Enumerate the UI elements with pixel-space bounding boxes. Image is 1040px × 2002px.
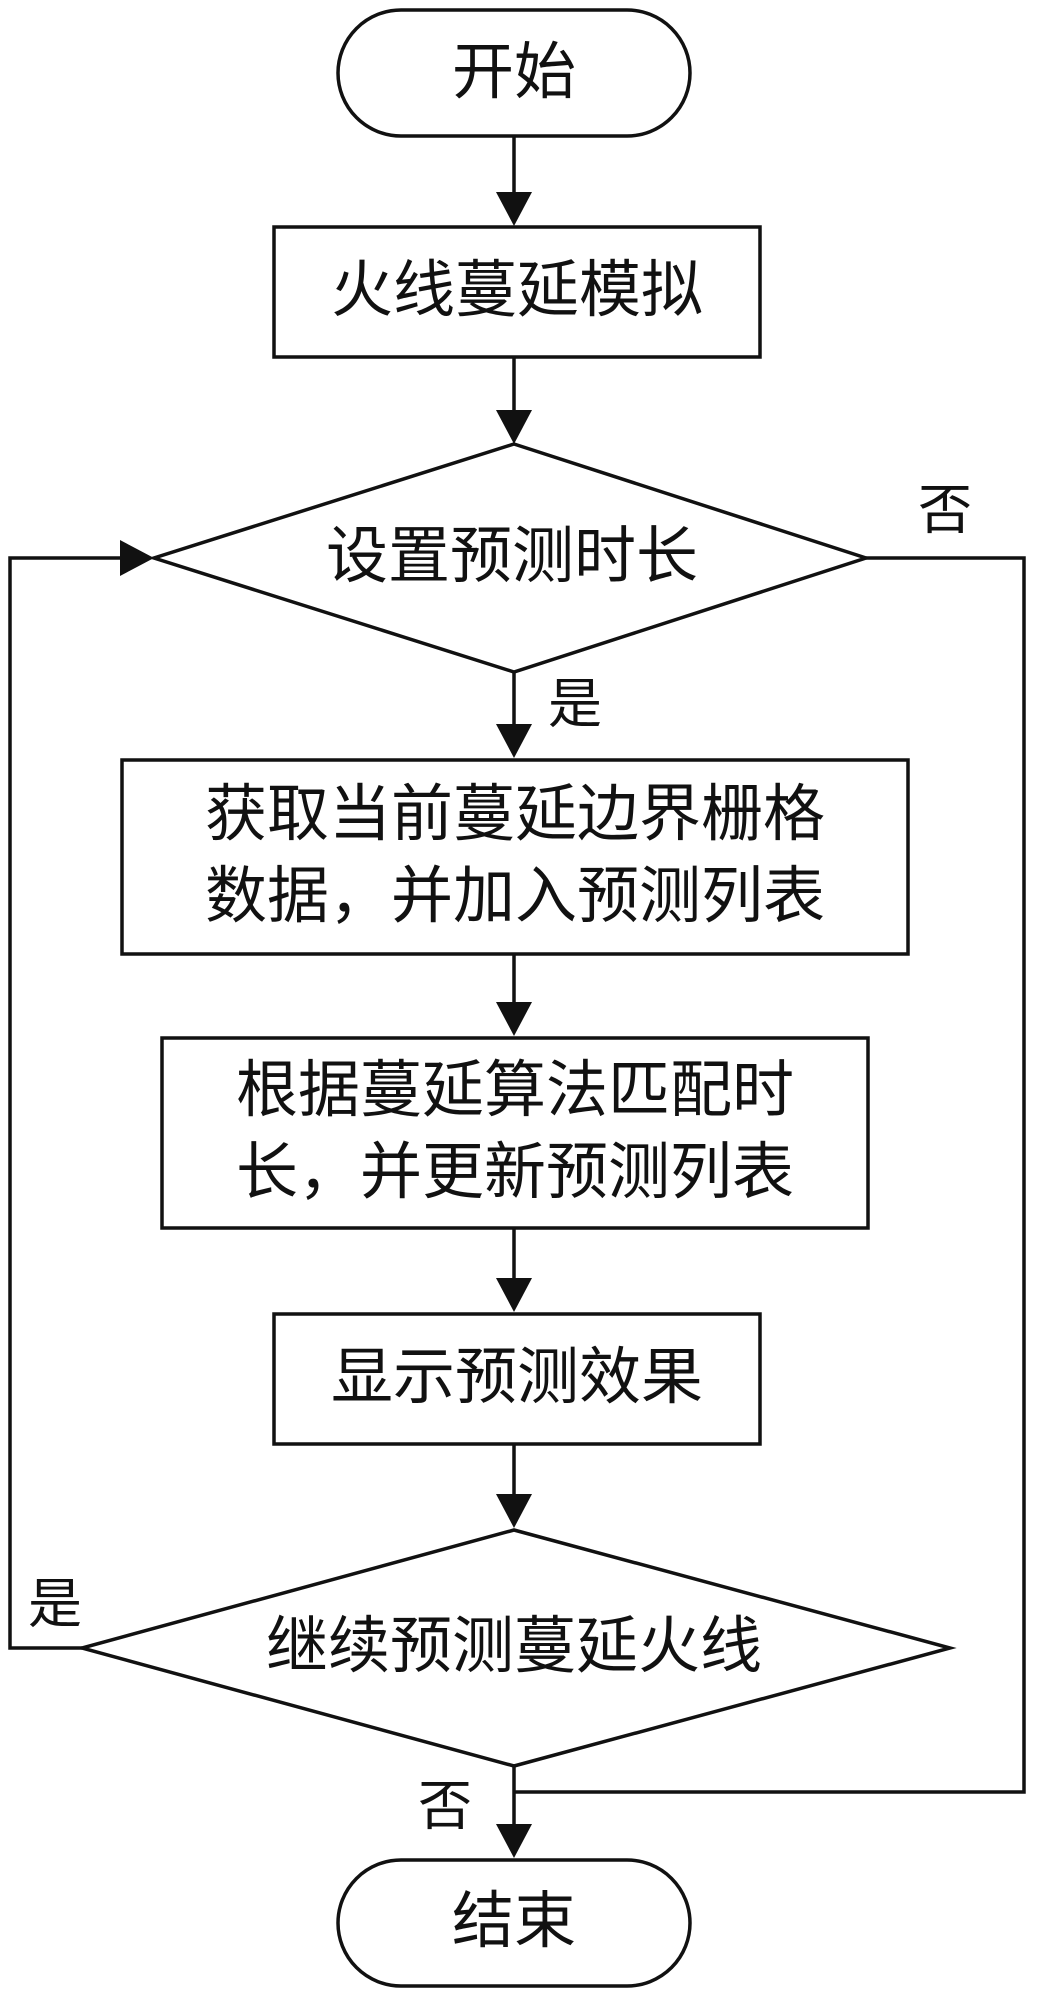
match-duration-line-1: 根据蔓延算法匹配时 (236, 1053, 794, 1126)
start-node: 开始 (336, 8, 692, 138)
continue-yes-label: 是 (28, 1573, 82, 1636)
continue-decision: 继续预测蔓延火线 (75, 1528, 957, 1768)
set-duration-decision: 设置预测时长 (148, 442, 872, 674)
show-result-label: 显示预测效果 (331, 1340, 703, 1413)
arrow-continue-to-end (496, 1766, 532, 1858)
match-duration-node: 根据蔓延算法匹配时 长，并更新预测列表 (160, 1036, 870, 1230)
continue-no-label: 否 (418, 1775, 472, 1838)
get-boundary-line-1: 获取当前蔓延边界栅格 (205, 777, 825, 850)
arrow-boundary-to-match (496, 954, 532, 1036)
get-boundary-line-2: 数据，并加入预测列表 (205, 859, 825, 932)
match-duration-line-2: 长，并更新预测列表 (236, 1135, 794, 1208)
continue-label: 继续预测蔓延火线 (266, 1609, 762, 1682)
arrow-start-to-simulate (496, 136, 532, 226)
end-node: 结束 (336, 1858, 692, 1988)
end-label: 结束 (452, 1884, 576, 1957)
simulate-label: 火线蔓延模拟 (331, 253, 703, 326)
show-result-node: 显示预测效果 (272, 1312, 762, 1446)
set-duration-label: 设置预测时长 (326, 519, 698, 592)
get-boundary-node: 获取当前蔓延边界栅格 数据，并加入预测列表 (120, 758, 910, 956)
set-duration-yes-label: 是 (548, 673, 602, 736)
start-label: 开始 (452, 35, 576, 108)
arrow-simulate-to-set-duration (496, 357, 532, 444)
arrow-set-duration-to-boundary (496, 672, 532, 758)
yes-loop-line (8, 540, 154, 1650)
arrow-match-to-show (496, 1228, 532, 1312)
simulate-node: 火线蔓延模拟 (272, 225, 762, 359)
no-branch-line (514, 556, 1026, 1794)
arrow-show-to-continue (496, 1444, 532, 1528)
set-duration-no-label: 否 (918, 479, 972, 542)
